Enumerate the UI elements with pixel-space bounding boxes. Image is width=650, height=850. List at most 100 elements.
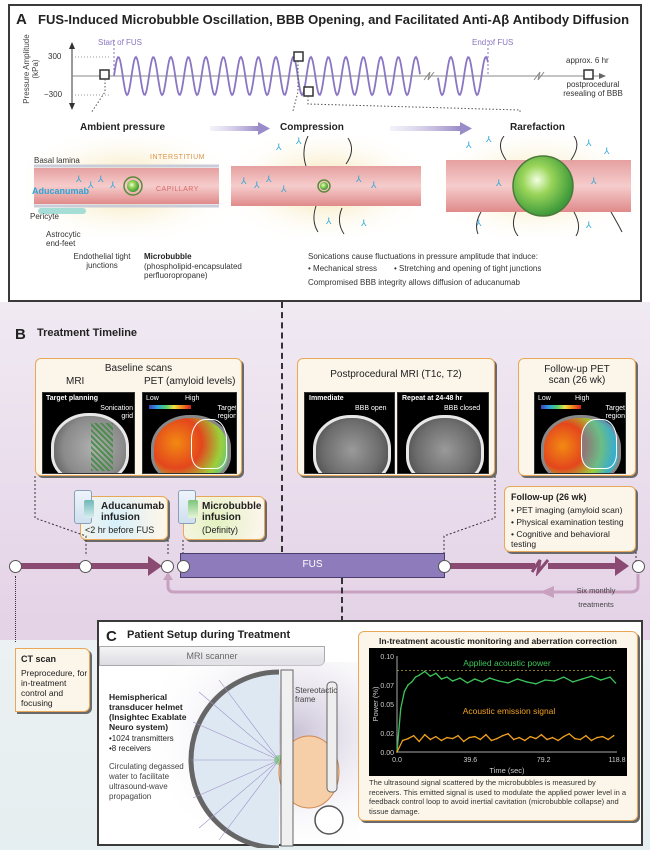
interstitium-label: INTERSTITIUM xyxy=(150,154,205,161)
y-tick-label: 0.10 xyxy=(380,654,394,661)
data-point xyxy=(418,674,421,676)
timeline-segment-3 xyxy=(548,563,618,569)
data-point xyxy=(429,738,432,741)
data-point xyxy=(501,734,504,737)
astrocytic-label: Astrocytic end-feet xyxy=(46,230,81,248)
helmet-spec-receivers: •8 receivers xyxy=(109,744,151,753)
aducanumab-infusion-card: Aducanumab infusion <2 hr before FUS xyxy=(80,496,168,540)
data-point xyxy=(590,675,593,677)
svg-text:⅄: ⅄ xyxy=(603,146,610,156)
data-point xyxy=(412,734,415,737)
pet-high-label: High xyxy=(185,395,200,402)
repeat-mri-scan: Repeat at 24-48 hr BBB closed xyxy=(397,392,489,474)
microbubble-ambient xyxy=(123,176,143,196)
postprocedural-mri-card: Postprocedural MRI (T1c, T2) Immediate B… xyxy=(297,358,495,476)
aducanumab-infusion-note: <2 hr before FUS xyxy=(85,525,155,535)
helmet-frame xyxy=(280,669,294,847)
microbubble-compression xyxy=(317,179,331,193)
data-point xyxy=(516,678,519,680)
panel-c-title: Patient Setup during Treatment xyxy=(127,629,291,641)
patient-head xyxy=(278,735,340,809)
followup-pet-scan: Low High Target region xyxy=(534,392,626,474)
capillary-ambient xyxy=(34,168,219,204)
panel-a-letter: A xyxy=(16,11,27,28)
data-point xyxy=(601,735,604,738)
data-point xyxy=(490,739,493,742)
followup-target-region xyxy=(581,419,617,469)
data-point xyxy=(429,675,432,677)
ct-scan-title: CT scan xyxy=(21,654,57,664)
immediate-mri-scan: Immediate BBB open xyxy=(304,392,395,474)
svg-text:⅄: ⅄ xyxy=(275,142,282,152)
data-point xyxy=(525,681,528,683)
chart-background xyxy=(369,648,627,776)
followup-pet-title: Follow-up PET scan (26 wk) xyxy=(544,364,610,386)
panel-c-connector xyxy=(341,578,343,622)
pericyte-label: Pericyte xyxy=(30,212,59,221)
svg-text:⅄: ⅄ xyxy=(253,180,260,190)
data-point xyxy=(607,738,609,741)
sonication-bullet-2: • Stretching and opening of tight juncti… xyxy=(394,264,542,273)
data-point xyxy=(612,734,615,737)
data-point xyxy=(473,735,476,738)
svg-text:⅄: ⅄ xyxy=(495,178,502,188)
microbubble-title: Microbubble xyxy=(144,252,192,261)
data-point xyxy=(446,676,448,678)
data-point xyxy=(462,740,465,743)
svg-text:⅄: ⅄ xyxy=(97,174,104,184)
aducanumab-label: Aducanumab xyxy=(32,186,90,196)
sonication-grid-label: Sonication grid xyxy=(100,405,133,420)
svg-text:⅄: ⅄ xyxy=(360,218,367,228)
x-axis-label: Time (sec) xyxy=(489,766,525,775)
data-point xyxy=(568,732,571,735)
svg-text:⅄: ⅄ xyxy=(355,174,362,184)
data-point xyxy=(609,676,611,678)
data-point xyxy=(488,677,491,679)
svg-text:⅄: ⅄ xyxy=(265,174,272,184)
immediate-label: Immediate xyxy=(309,395,344,402)
data-point xyxy=(403,690,406,693)
data-point xyxy=(451,737,454,740)
data-point xyxy=(423,733,426,736)
capillary-illustrations: ⅄⅄⅄⅄ ⅄⅄⅄⅄⅄⅄ ⅄⅄⅄⅄ ⅄⅄⅄⅄⅄⅄⅄⅄ xyxy=(26,136,636,236)
data-point xyxy=(418,740,421,743)
y-tick-neg300: −300 xyxy=(44,90,63,99)
stereotactic-frame-label: Stereotactic frame xyxy=(295,686,338,704)
antibody-glyphs: ⅄⅄⅄⅄ ⅄⅄⅄⅄⅄⅄ ⅄⅄⅄⅄ ⅄⅄⅄⅄⅄⅄⅄⅄ xyxy=(75,136,610,230)
rarefaction-marker xyxy=(303,86,314,97)
data-point xyxy=(585,734,587,737)
data-point xyxy=(407,737,409,740)
data-point xyxy=(507,732,509,735)
helmet-spec-transmitters: •1024 transmitters xyxy=(109,734,174,743)
x-tick-label: 39.6 xyxy=(464,757,478,764)
baseline-pet-scan: Low High Target region xyxy=(142,392,237,474)
target-planning-label: Target planning xyxy=(46,395,98,402)
y-axis-label: Power (%) xyxy=(371,686,380,722)
ct-connector xyxy=(15,576,16,642)
sonication-conclusion: Compromised BBB integrity allows diffusi… xyxy=(308,278,520,287)
baseline-mri-scan: Target planning Sonication grid xyxy=(42,392,135,474)
data-point xyxy=(401,739,404,742)
timeline-arrow-1 xyxy=(148,556,162,576)
applied-power-legend: Applied acoustic power xyxy=(463,658,551,668)
fus-bar: FUS xyxy=(180,553,445,578)
y-tick-label: 0.02 xyxy=(380,731,394,738)
data-point xyxy=(535,737,537,740)
followup-pet-card: Follow-up PET scan (26 wk) Low High Targ… xyxy=(518,358,636,476)
compression-marker xyxy=(293,51,304,62)
microbubble-desc: (phospholipid-encapsulated perfluoroprop… xyxy=(144,262,242,280)
panel-a-title: FUS-Induced Microbubble Oscillation, BBB… xyxy=(38,12,630,27)
followup-item-2: • Physical examination testing xyxy=(511,517,624,527)
data-point xyxy=(498,680,500,682)
svg-text:⅄: ⅄ xyxy=(295,136,302,146)
y-tick-label: 0.00 xyxy=(380,750,394,757)
data-point xyxy=(399,708,402,710)
start-of-fus-label: Start of FUS xyxy=(98,38,143,47)
pet-low-label: Low xyxy=(146,395,159,402)
data-point xyxy=(523,739,526,742)
svg-text:⅄: ⅄ xyxy=(585,220,592,230)
data-point xyxy=(614,682,617,684)
svg-text:⅄: ⅄ xyxy=(75,174,82,184)
water-note: Circulating degassed water to facilitate… xyxy=(109,762,184,801)
svg-text:⅄: ⅄ xyxy=(325,216,332,226)
